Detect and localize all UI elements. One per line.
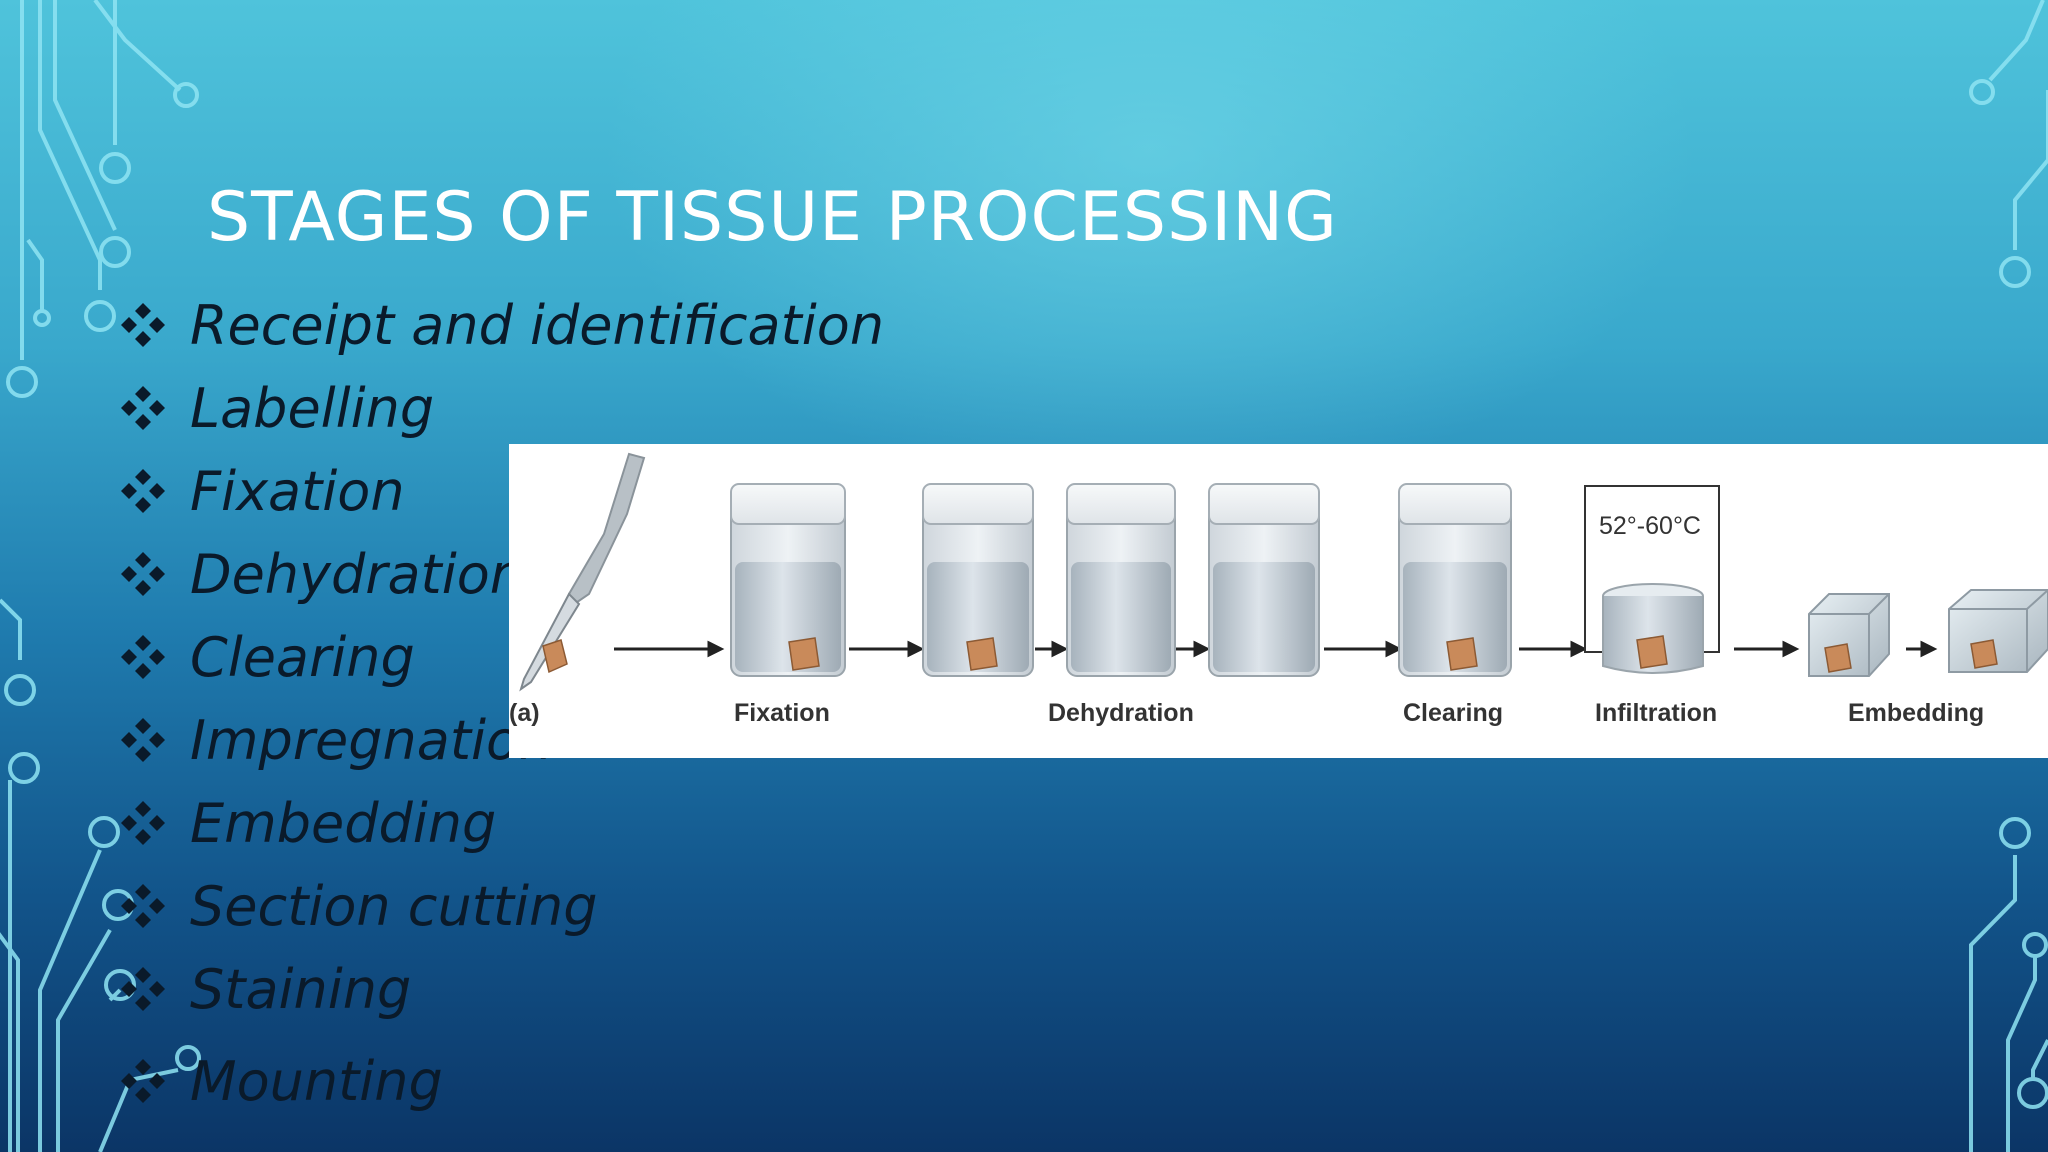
list-item: Labelling bbox=[118, 373, 434, 443]
step-label-fixation: Fixation bbox=[734, 699, 830, 727]
list-item-label: Fixation bbox=[190, 459, 405, 523]
list-item: Clearing bbox=[118, 622, 415, 692]
four-diamond-icon bbox=[121, 718, 165, 762]
list-item-label: Receipt and identification bbox=[190, 293, 885, 357]
four-diamond-icon bbox=[121, 1059, 165, 1103]
dehydration-jar bbox=[1066, 483, 1176, 677]
list-item: Dehydration bbox=[118, 539, 524, 609]
dehydration-jar bbox=[1208, 483, 1320, 677]
list-item-label: Embedding bbox=[190, 791, 497, 855]
process-illustration bbox=[519, 452, 2048, 692]
dehydration-jar bbox=[922, 483, 1034, 677]
circuit-decoration-left bbox=[0, 0, 201, 1152]
list-item-label: Clearing bbox=[190, 625, 415, 689]
list-item-label: Mounting bbox=[190, 1049, 443, 1113]
four-diamond-icon bbox=[121, 552, 165, 596]
infiltration-oven bbox=[1584, 485, 1720, 674]
scalpel-icon bbox=[519, 452, 646, 692]
list-item-label: Staining bbox=[190, 957, 412, 1021]
list-item: Impregnation bbox=[118, 705, 553, 775]
tissue-processing-figure: (a) 52°-60°C Fixation Dehydration Cleari… bbox=[509, 444, 2048, 758]
four-diamond-icon bbox=[121, 884, 165, 928]
circuit-decoration-right bbox=[1969, 0, 2048, 1152]
list-item-label: Impregnation bbox=[190, 708, 554, 772]
four-diamond-icon bbox=[121, 801, 165, 845]
step-label-dehydration: Dehydration bbox=[1048, 699, 1194, 727]
clearing-jar bbox=[1398, 483, 1512, 677]
list-item: Mounting bbox=[118, 1046, 443, 1116]
list-item: Section cutting bbox=[118, 871, 598, 941]
four-diamond-icon bbox=[121, 635, 165, 679]
fixation-jar bbox=[730, 483, 846, 677]
step-label-clearing: Clearing bbox=[1403, 699, 1504, 727]
four-diamond-icon bbox=[121, 967, 165, 1011]
panel-label: (a) bbox=[509, 699, 540, 727]
list-item: Fixation bbox=[118, 456, 405, 526]
embedding-mold bbox=[1948, 589, 2048, 673]
list-item: Receipt and identification bbox=[118, 290, 884, 360]
list-item: Embedding bbox=[118, 788, 496, 858]
list-item-label: Section cutting bbox=[190, 874, 598, 938]
four-diamond-icon bbox=[121, 469, 165, 513]
embedding-mold bbox=[1808, 593, 1890, 677]
four-diamond-icon bbox=[121, 303, 165, 347]
slide-title: STAGES OF TISSUE PROCESSING bbox=[207, 178, 1338, 257]
step-label-infiltration: Infiltration bbox=[1595, 699, 1718, 727]
background-glow bbox=[600, 0, 1700, 500]
list-item-label: Dehydration bbox=[190, 542, 524, 606]
four-diamond-icon bbox=[121, 386, 165, 430]
step-label-embedding: Embedding bbox=[1848, 699, 1985, 727]
list-item-label: Labelling bbox=[190, 376, 435, 440]
temperature-label: 52°-60°C bbox=[1599, 512, 1701, 540]
list-item: Staining bbox=[118, 954, 411, 1024]
